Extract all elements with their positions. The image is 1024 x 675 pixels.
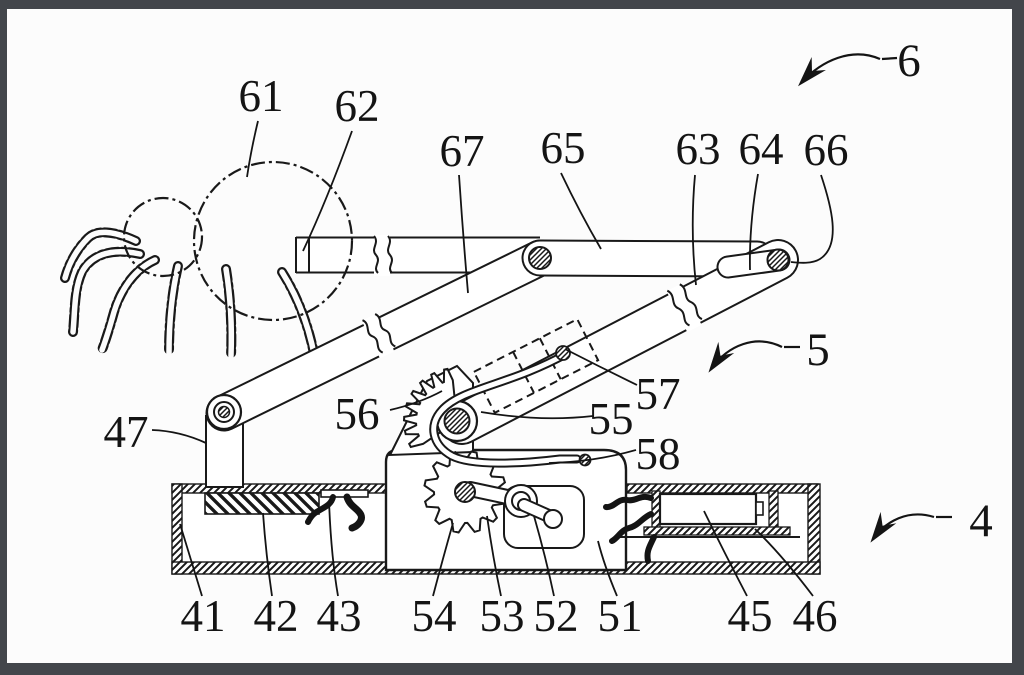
break-symbol-arm67	[361, 313, 396, 359]
leader-53	[486, 515, 502, 597]
post-pivot	[205, 393, 243, 431]
arm-pivot-pin	[528, 246, 552, 270]
ref-label-56: 56	[335, 389, 380, 439]
ref-label-67: 67	[440, 126, 485, 176]
leader-42	[262, 512, 273, 597]
sliding-block-42	[204, 492, 320, 515]
arrow-4	[870, 511, 935, 543]
crank-pin-lower	[543, 509, 563, 529]
ref-label-42: 42	[254, 591, 299, 641]
leader-52	[533, 515, 555, 597]
arrow-dash-6	[881, 56, 898, 61]
leader-67	[458, 174, 469, 294]
leader-55	[480, 411, 594, 420]
arrow-6	[798, 53, 881, 87]
drive-arm-63	[441, 239, 799, 445]
spider-arm-assembly	[60, 160, 799, 488]
slider-frame-57	[472, 317, 600, 415]
arrow-5	[708, 340, 783, 373]
leader-43	[328, 500, 339, 597]
ref-label-63: 63	[676, 124, 721, 174]
leader-61	[246, 120, 259, 178]
leader-46	[754, 528, 814, 597]
leader-57	[564, 348, 638, 386]
leader-lines	[151, 120, 834, 597]
base-right-wall	[807, 483, 821, 575]
leader-63	[691, 174, 697, 286]
ref-label-57: 57	[636, 369, 681, 419]
ref-label-66: 66	[804, 125, 849, 175]
ref-label-64: 64	[739, 124, 784, 174]
leader-56	[389, 390, 443, 411]
battery-plate-46	[643, 526, 791, 536]
ref-label-61: 61	[239, 71, 284, 121]
reference-numerals: 61 62 67 65 63 64 66 6 5 4 57 55 58 47 5…	[104, 35, 993, 641]
pin-66	[766, 248, 790, 272]
battery-holder-right-wall	[768, 490, 779, 529]
slider-pin-57	[555, 345, 571, 361]
ref-label-51: 51	[598, 591, 643, 641]
break-symbol-bar62	[373, 235, 393, 276]
ref-label-46: 46	[793, 591, 838, 641]
leader-64	[749, 173, 759, 271]
break-symbol-arm63	[666, 283, 703, 333]
gear-54-pin	[454, 481, 476, 503]
leader-58	[548, 449, 637, 464]
ref-label-4: 4	[969, 495, 993, 547]
mounting-bar-62	[295, 236, 540, 274]
leader-47	[151, 429, 207, 444]
leader-45	[703, 510, 748, 597]
gear-train	[402, 345, 592, 549]
leader-54	[432, 522, 454, 597]
ref-label-5: 5	[806, 324, 830, 376]
ref-label-53: 53	[480, 591, 525, 641]
leader-62	[302, 130, 353, 252]
assembly-arrows	[708, 53, 952, 543]
ref-label-55: 55	[589, 394, 634, 444]
ref-label-52: 52	[534, 591, 579, 641]
spider-body	[122, 160, 354, 322]
battery-wires	[603, 493, 657, 564]
ref-label-65: 65	[541, 123, 586, 173]
leader-41	[179, 523, 203, 597]
ref-label-43: 43	[317, 591, 362, 641]
spring-wire-55	[429, 349, 582, 468]
base-left-wall	[171, 483, 183, 575]
leader-66	[790, 174, 834, 264]
battery-terminal	[755, 501, 764, 516]
battery-assembly	[603, 490, 800, 564]
ref-label-45: 45	[728, 591, 773, 641]
ref-label-41: 41	[181, 591, 226, 641]
ref-label-6: 6	[897, 35, 921, 87]
ref-label-54: 54	[412, 591, 457, 641]
leader-51	[597, 540, 618, 597]
ref-label-62: 62	[335, 81, 380, 131]
leader-65	[560, 172, 602, 250]
ref-label-58: 58	[636, 429, 681, 479]
ref-label-47: 47	[104, 407, 149, 457]
